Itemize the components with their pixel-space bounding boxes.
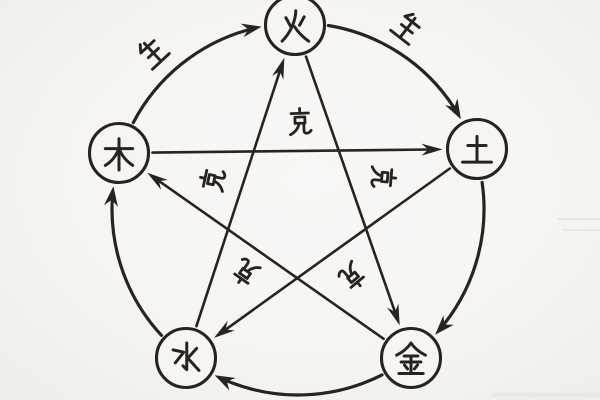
paper-artifact-line: [558, 218, 600, 220]
label-ke-water-fire: [233, 257, 262, 285]
node-fire: [263, 0, 327, 57]
arrowhead: [147, 172, 168, 190]
arrowhead: [435, 315, 454, 335]
arrowhead: [214, 375, 236, 391]
arrowhead: [214, 320, 235, 338]
arrowhead: [445, 98, 461, 120]
edge-overcoming-metal-wood: [147, 168, 385, 341]
edge-generating-wood-fire: [131, 23, 262, 125]
label-sheng-fire-earth: [389, 12, 421, 46]
edge-generating-earth-metal: [435, 180, 486, 335]
node-label-water: [171, 341, 201, 372]
edge-generating-water-wood: [104, 186, 163, 337]
node-label-fire: [280, 9, 311, 43]
overcoming-line: [155, 178, 385, 341]
edge-generating-metal-water: [214, 373, 384, 397]
edge-overcoming-fire-metal: [304, 55, 400, 326]
edge-overcoming-wood-earth: [151, 106, 443, 156]
node-metal: [379, 326, 443, 390]
edge-overcoming-water-fire: [195, 57, 285, 328]
generating-arc: [110, 199, 163, 337]
overcoming-line: [222, 167, 452, 333]
node-water: [154, 326, 218, 390]
node-label-earth: [461, 134, 493, 164]
label-ke-metal-wood: [199, 168, 227, 193]
arrowhead: [240, 23, 262, 38]
node-label-metal: [395, 341, 427, 375]
arrowhead: [272, 57, 285, 80]
paper-artifact-smudge: [492, 393, 600, 397]
label-ke-fire-metal: [337, 259, 365, 289]
overcoming-line: [195, 67, 282, 328]
generating-arc: [226, 373, 384, 397]
label-sheng-wood-fire: [138, 39, 171, 71]
generating-arc: [326, 23, 455, 109]
node-wood: [87, 121, 151, 185]
paper-artifact-line: [562, 229, 600, 231]
overcoming-line: [151, 148, 432, 154]
arrowhead: [387, 303, 400, 326]
label-ke-wood-earth: [289, 106, 313, 137]
node-label-wood: [103, 137, 135, 172]
generating-arc: [443, 180, 486, 326]
edge-generating-fire-earth: [326, 12, 461, 120]
node-earth: [445, 117, 509, 181]
generating-arc: [131, 28, 250, 125]
arrowhead: [104, 186, 118, 207]
overcoming-line: [304, 55, 398, 316]
label-ke-earth-water: [370, 165, 398, 188]
edge-overcoming-earth-water: [214, 165, 452, 338]
arrowhead: [421, 143, 443, 156]
